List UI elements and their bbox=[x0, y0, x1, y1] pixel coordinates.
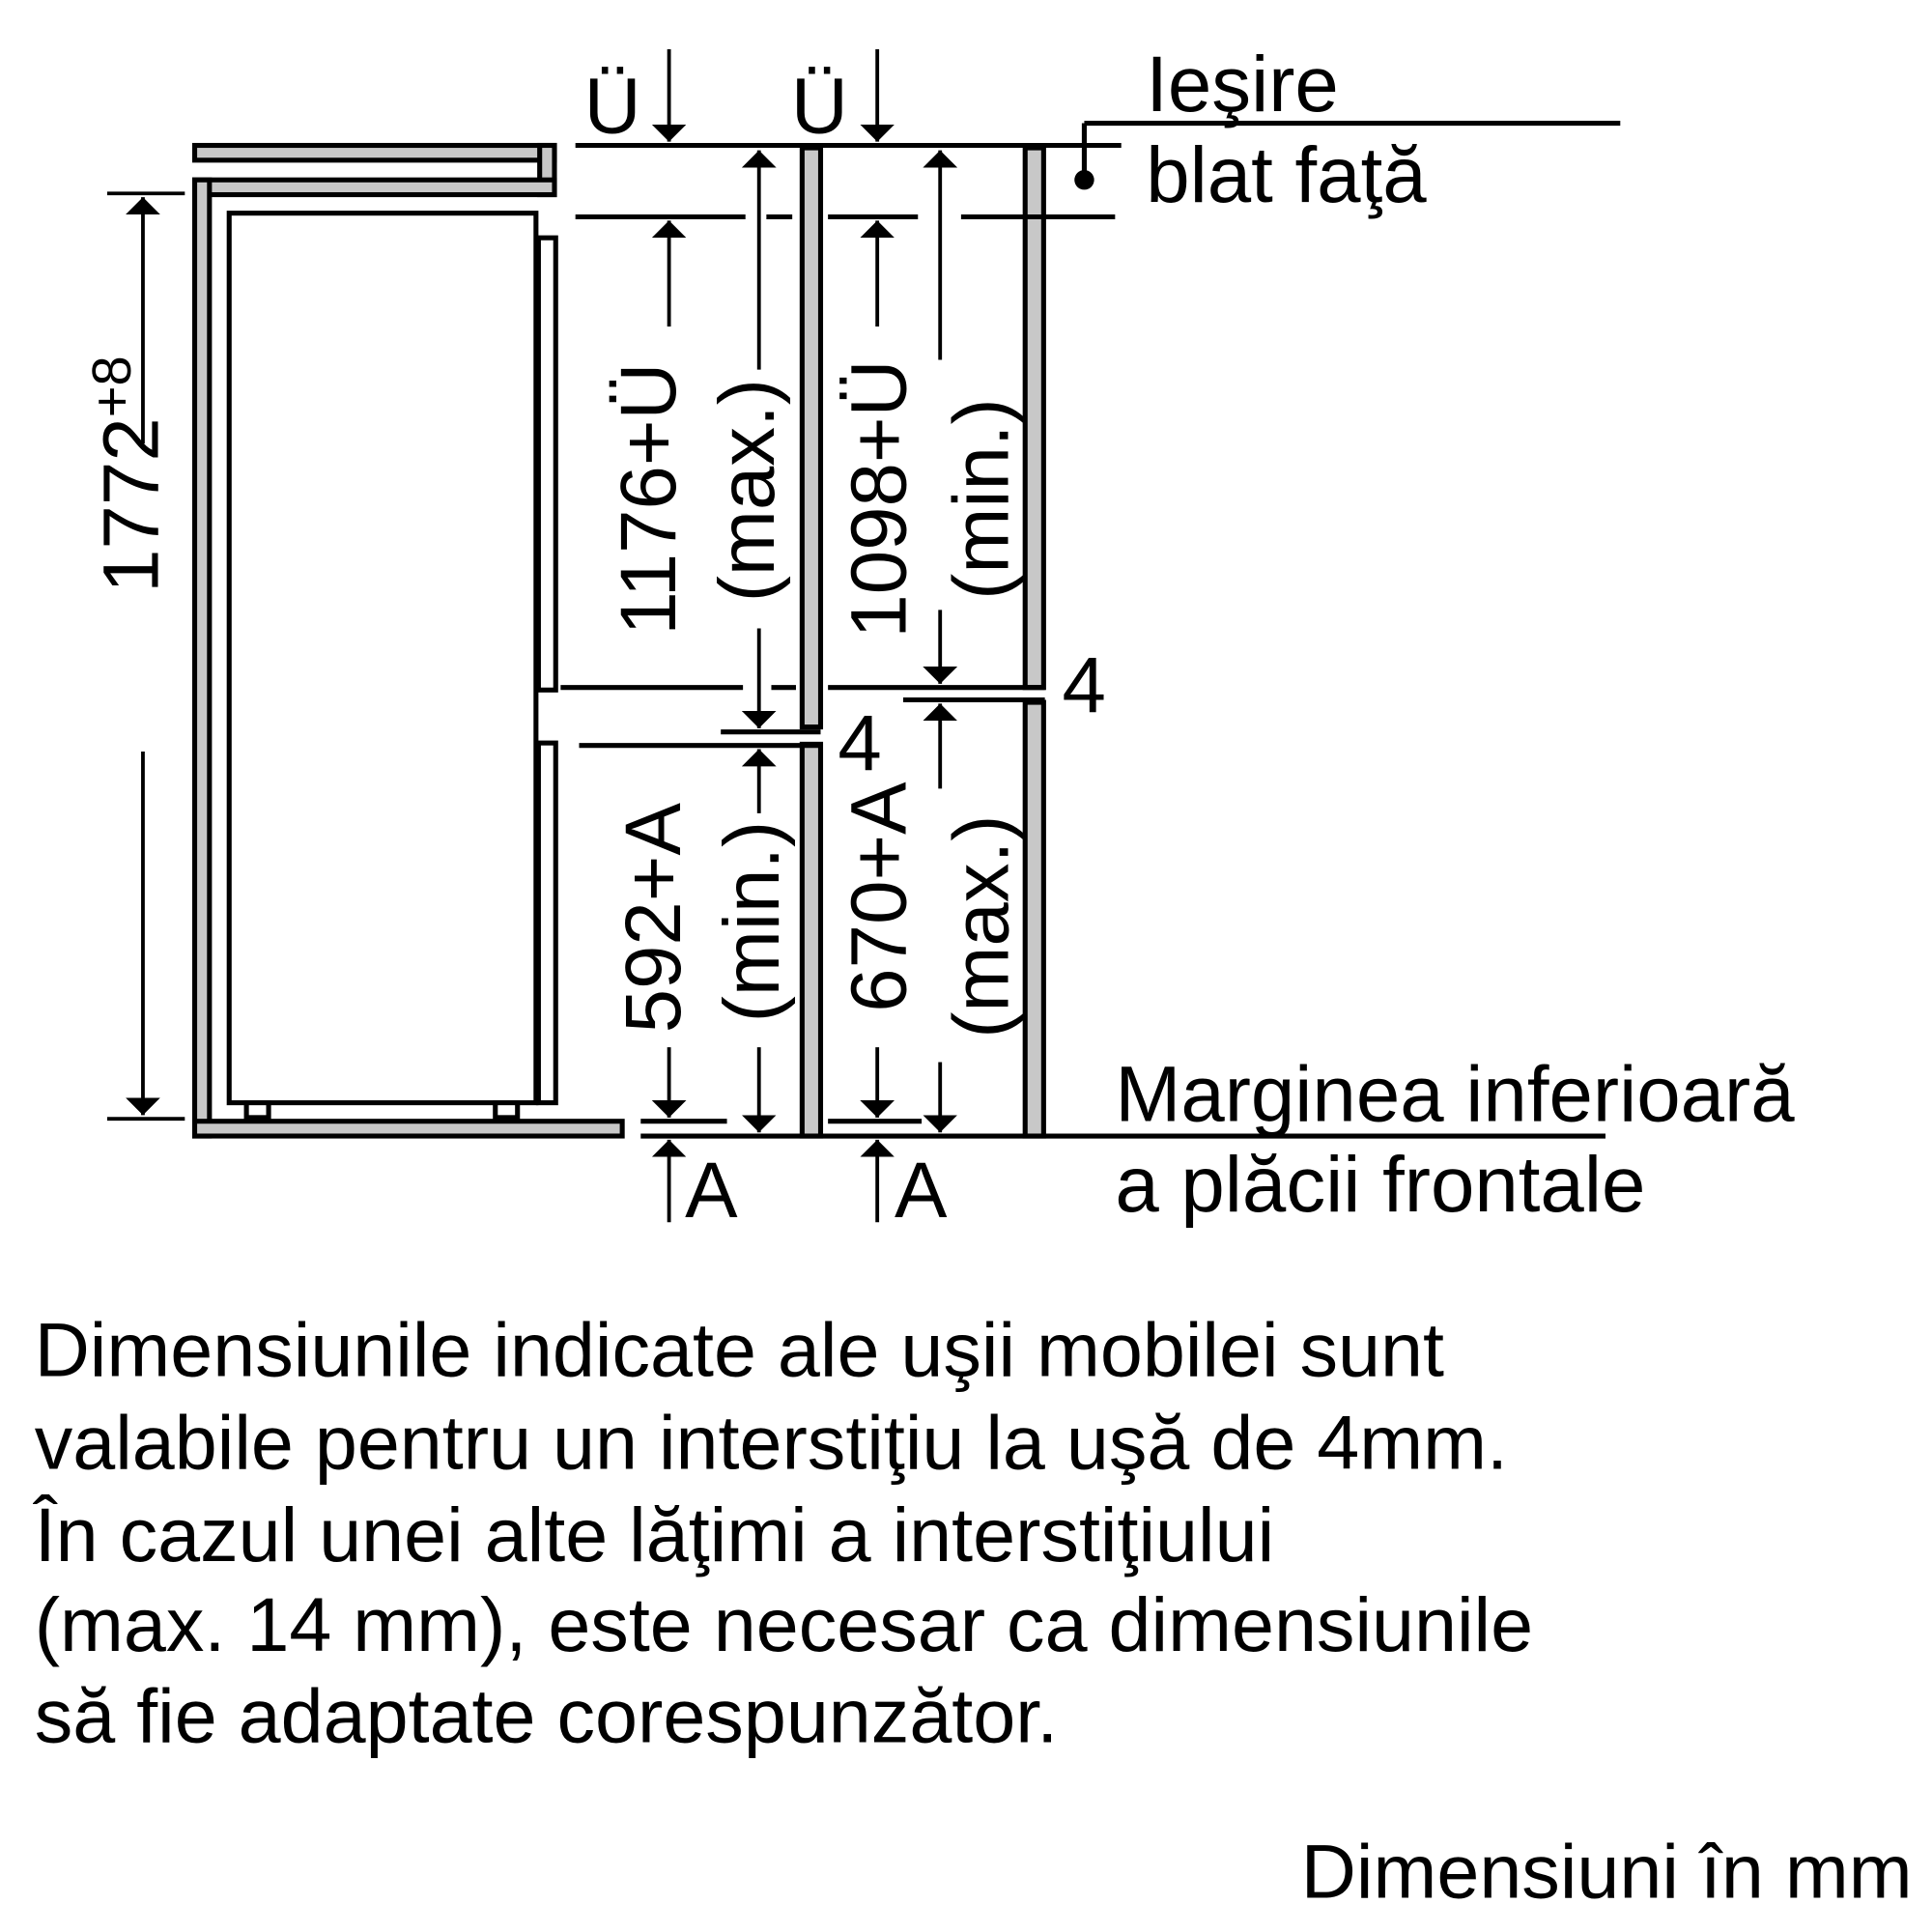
note-line: Dimensiunile indicate ale uşii mobilei s… bbox=[35, 1307, 1444, 1393]
cabinet-carcass bbox=[191, 142, 625, 1139]
note-line: În cazul unei alte lăţimi a interstiţiul… bbox=[33, 1492, 1274, 1577]
cabinet-top-panel bbox=[191, 142, 557, 163]
overhang-label: Ü bbox=[791, 63, 848, 151]
furniture-upper-door-min bbox=[799, 145, 824, 730]
furniture-lower-door-max bbox=[1022, 699, 1046, 1139]
appliance-foot bbox=[493, 1100, 521, 1121]
worktop-callout-line2: blat faţă bbox=[1146, 131, 1427, 219]
appliance-body bbox=[226, 211, 539, 1106]
appliance-lower-door bbox=[535, 740, 558, 1106]
note-paragraph: Dimensiunile indicate ale uşii mobilei s… bbox=[33, 1307, 1533, 1759]
lower-max-dimension: 670+A bbox=[836, 781, 923, 1012]
gap-label: 4 bbox=[838, 699, 881, 787]
front-edge-callout-line1: Marginea inferioară bbox=[1115, 1051, 1795, 1139]
upper-max-dimension: 1176+Ü bbox=[605, 363, 693, 636]
furniture-upper-door-max bbox=[1022, 145, 1046, 691]
front-edge-callout-line2: a plăcii frontale bbox=[1115, 1141, 1645, 1229]
appliance bbox=[226, 211, 558, 1121]
worktop-callout-line1: Ieşire bbox=[1146, 41, 1339, 128]
leader-dot bbox=[1074, 170, 1094, 190]
gap-label: 4 bbox=[1062, 641, 1105, 729]
overhang-label: Ü bbox=[584, 63, 641, 151]
note-line: să fie adaptate corespunzător. bbox=[35, 1673, 1059, 1759]
total-height-value: 1772 bbox=[87, 417, 175, 593]
upper-min-dimension: 1098+Ü bbox=[836, 359, 923, 638]
note-line: valabile pentru un interstiţiu la uşă de… bbox=[35, 1399, 1508, 1485]
cabinet-side-panel bbox=[191, 177, 213, 1139]
furniture-lower-door-min bbox=[799, 741, 824, 1139]
lower-max-note: (max.) bbox=[937, 815, 1025, 1038]
lower-min-dimension: 592+A bbox=[610, 803, 697, 1034]
cabinet-ceiling-panel bbox=[191, 177, 557, 198]
upper-max-note: (max.) bbox=[703, 379, 791, 602]
a-label: A bbox=[895, 1147, 948, 1235]
total-height-tolerance: +8 bbox=[81, 355, 142, 417]
lower-min-note: (min.) bbox=[708, 821, 796, 1023]
dimension-arrows bbox=[126, 49, 958, 1223]
worktop-leader bbox=[1074, 121, 1621, 190]
appliance-foot bbox=[243, 1100, 271, 1121]
total-height-dimension: 1772+8 bbox=[81, 355, 175, 593]
note-line: (max. 14 mm), este necesar ca dimensiuni… bbox=[35, 1581, 1533, 1667]
upper-min-note: (min.) bbox=[937, 398, 1025, 600]
reference-lines bbox=[106, 142, 1605, 1139]
a-label: A bbox=[685, 1147, 738, 1235]
units-label: Dimensiuni în mm bbox=[1301, 1828, 1913, 1914]
cabinet-bottom-panel bbox=[191, 1119, 625, 1139]
appliance-upper-door bbox=[535, 235, 558, 693]
